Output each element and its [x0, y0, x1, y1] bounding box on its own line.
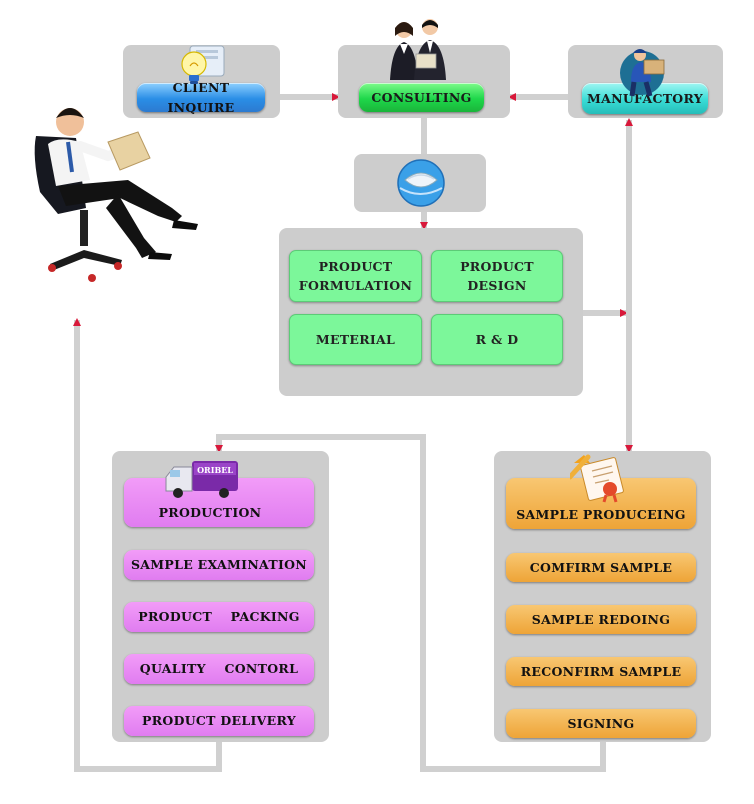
product-formulation-box[interactable]: PRODUCT FORMULATION	[289, 250, 422, 302]
production-step-5[interactable]: PRODUCT DELIVERY	[124, 706, 314, 736]
client-inquire-button[interactable]: CLIENT INQUIRE	[137, 80, 265, 115]
meterial-box[interactable]: METERIAL	[289, 314, 422, 365]
sample-step-5[interactable]: SIGNING	[506, 709, 696, 738]
businessman-in-chair-icon	[34, 108, 198, 282]
production-step-2[interactable]: SAMPLE EXAMINATION	[124, 550, 314, 580]
manufactory-button[interactable]: MANUFACTORY	[582, 83, 708, 114]
delivery-truck-icon: ORIBEL	[165, 461, 238, 498]
business-people-icon	[390, 19, 446, 80]
production-step-4[interactable]: QUALITY CONTORL	[124, 654, 314, 684]
truck-label: ORIBEL	[197, 465, 233, 475]
rnd-box[interactable]: R & D	[431, 314, 563, 365]
delivery-man-icon	[620, 49, 665, 97]
lightbulb-icon	[181, 45, 225, 84]
sample-step-3[interactable]: SAMPLE REDOING	[506, 605, 696, 634]
sample-step-4[interactable]: RECONFIRM SAMPLE	[506, 657, 696, 686]
sample-step-2[interactable]: COMFIRM SAMPLE	[506, 553, 696, 582]
production-step-3[interactable]: PRODUCT PACKING	[124, 602, 314, 632]
product-design-box[interactable]: PRODUCT DESIGN	[431, 250, 563, 302]
connector-signing-to-production	[215, 434, 606, 772]
computer-mouse-icon	[397, 159, 445, 207]
connector-production-to-client	[73, 318, 222, 772]
consulting-button[interactable]: CONSULTING	[359, 83, 484, 112]
certificate-icon	[570, 454, 624, 503]
